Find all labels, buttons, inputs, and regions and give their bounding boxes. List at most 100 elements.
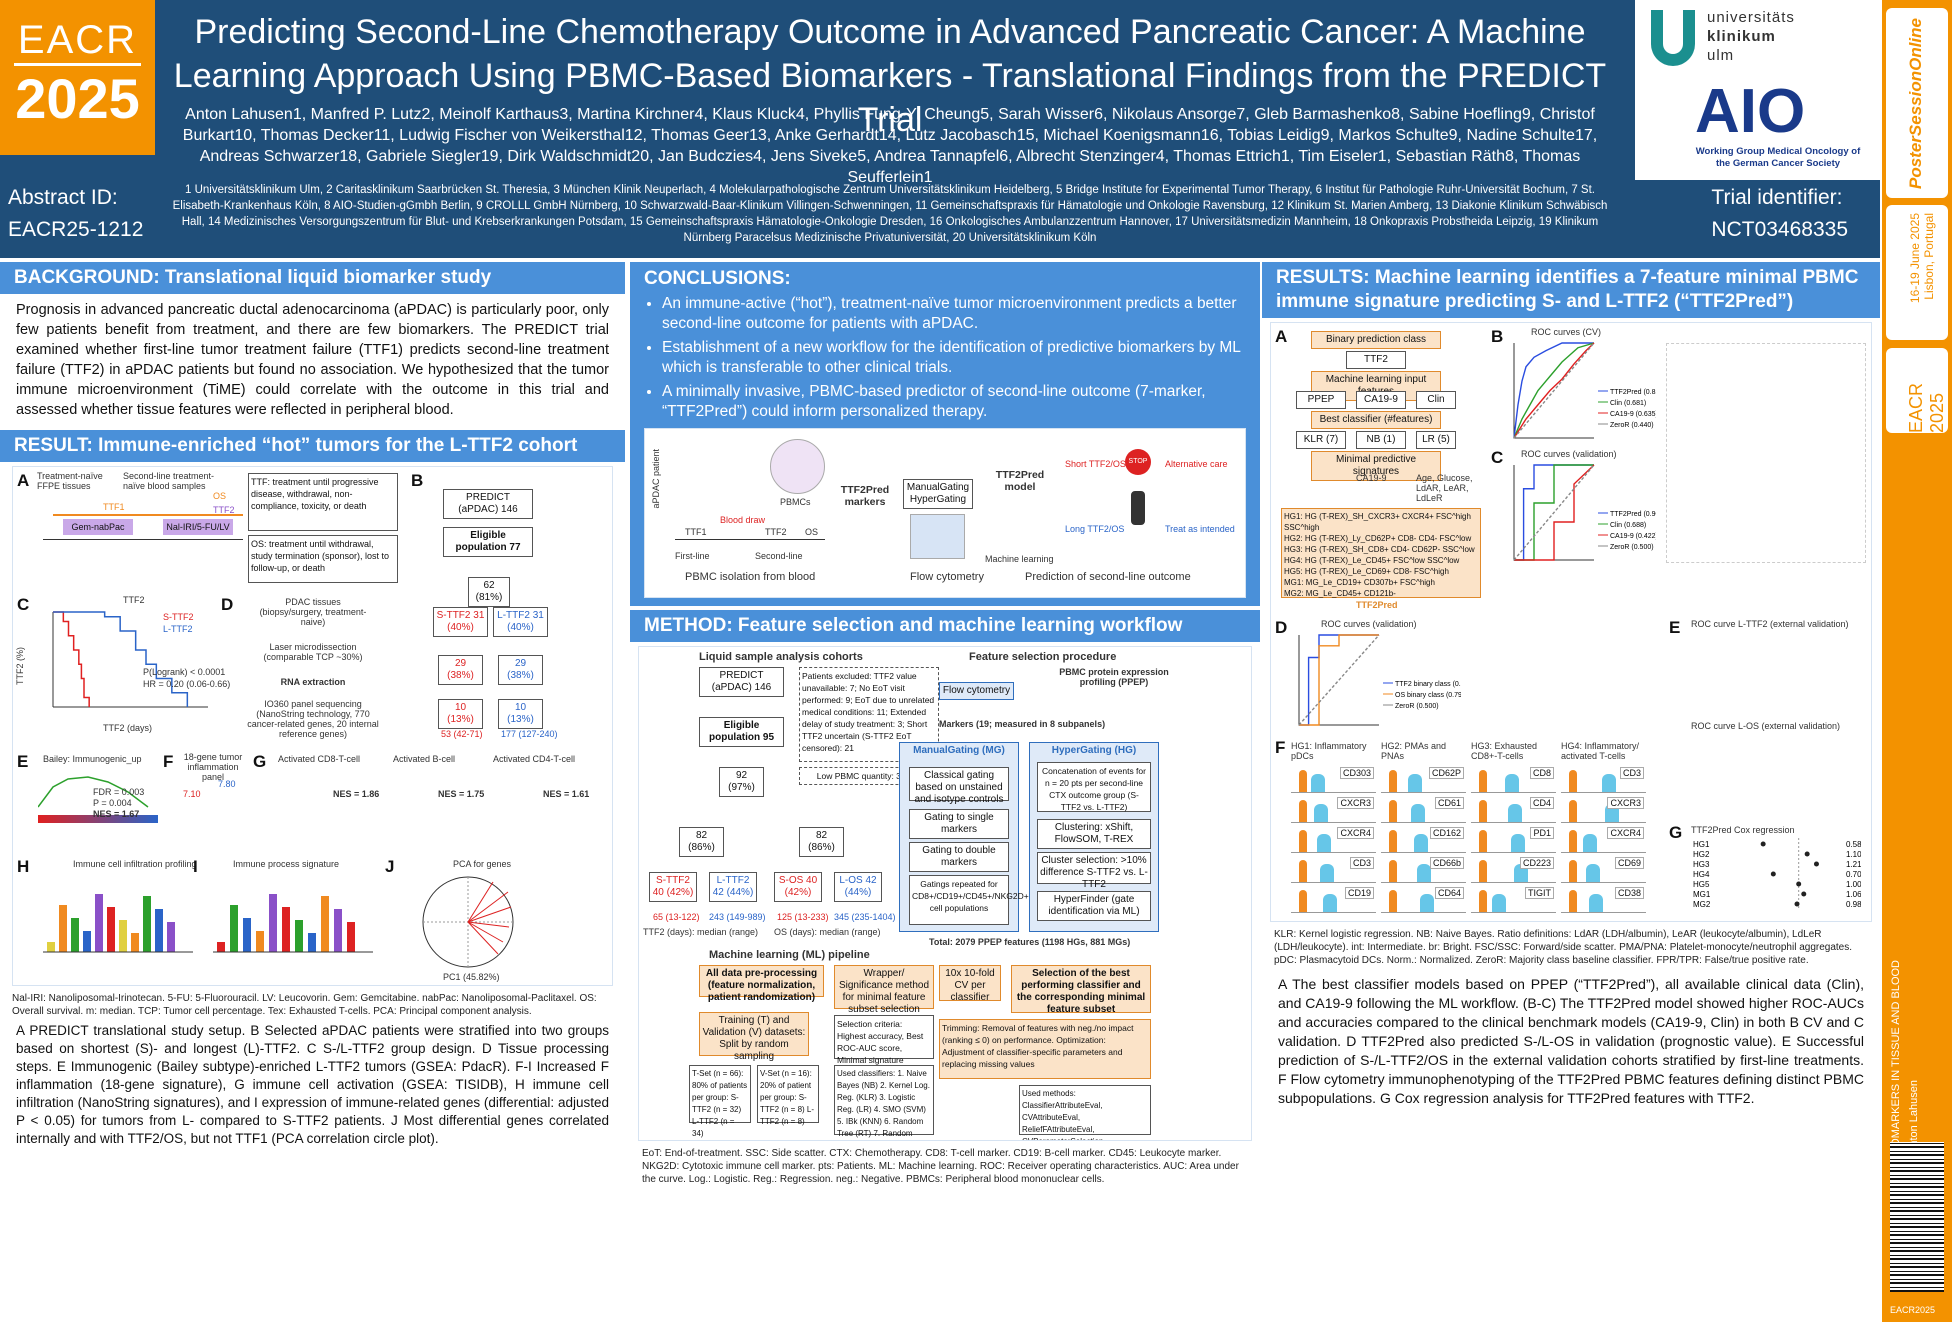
- r3-a-hg: HG3: HG (T-REX)_SH_CD8+ CD4- CD62P- SSC^…: [1284, 545, 1475, 554]
- legend-label: Clin (0.681): [1610, 400, 1646, 407]
- flow-marker-label: CD64: [1434, 887, 1464, 899]
- abstract-id: Abstract ID: EACR25-1212: [8, 182, 143, 246]
- isotype-peak: [1389, 830, 1397, 852]
- bar: [107, 907, 115, 952]
- ml-box: Trimming: Removal of features with neg./…: [939, 1019, 1151, 1079]
- panel-b-n62: 62 (81%): [468, 577, 510, 607]
- pbmc-icon: [770, 439, 825, 494]
- method-l-os: L-OS 42 (44%): [834, 872, 882, 902]
- panel-a-ttf1: TTF1: [103, 502, 125, 512]
- method-flow: Flow cytometry: [939, 682, 1014, 700]
- diag-model: TTF2Pred model: [995, 469, 1045, 493]
- flow-marker-label: CD38: [1614, 887, 1644, 899]
- r3-g-title: TTF2Pred Cox regression: [1691, 825, 1795, 835]
- panel-d-step1: PDAC tissues (biopsy/surgery, treatment-…: [259, 597, 367, 627]
- isotype-peak: [1299, 770, 1307, 792]
- flow-marker-label: CD4: [1529, 797, 1554, 809]
- flow-marker-label: CD3: [1349, 857, 1374, 869]
- place-text: Lisbon, Portugal: [1922, 213, 1936, 300]
- flow-histogram: CD19: [1291, 885, 1376, 913]
- bar: [282, 907, 290, 952]
- cox-hr-value: 0.58: [1846, 840, 1861, 849]
- panel-g-letter: G: [253, 752, 267, 771]
- ml-box: Selection criteria: Highest accuracy, Be…: [834, 1015, 934, 1065]
- panel-i-letter: I: [193, 857, 198, 876]
- legend-label: ZeroR (0.440): [1610, 422, 1654, 429]
- bar: [308, 933, 316, 952]
- authors: Anton Lahusen1, Manfred P. Lutz2, Meinol…: [182, 106, 1598, 186]
- abstract-value: EACR25-1212: [8, 218, 144, 241]
- hg-step: Cluster selection: >10% difference S-TTF…: [1037, 852, 1151, 890]
- cox-hr-value: 0.70: [1846, 870, 1861, 879]
- result1-figure: A Treatment-naïve FFPE tissues Second-li…: [12, 466, 613, 986]
- r3-a-sub: CA19-9: [1356, 473, 1387, 483]
- roc-line: [1513, 342, 1595, 439]
- legend-label: CA19-9 (0.422): [1610, 533, 1656, 540]
- flow-histogram: CD66b: [1381, 855, 1466, 883]
- panel-c-title: TTF2: [123, 595, 145, 605]
- result1-caption: A PREDICT translational study setup. B S…: [16, 1023, 609, 1146]
- method-total: Total: 2079 PPEP features (1198 HGs, 881…: [929, 937, 1131, 947]
- traffic-light-icon: [1131, 491, 1145, 525]
- method-s-ttf2: S-TTF2 40 (42%): [649, 872, 697, 902]
- flow-marker-label: CD3: [1619, 767, 1644, 779]
- ml-box: Wrapper/ Significance method for minimal…: [834, 965, 934, 1015]
- r3-f-hg3: HG3: Exhausted CD8+-T-cells: [1471, 741, 1538, 761]
- pca-vector: [467, 921, 499, 955]
- bar: [83, 931, 91, 952]
- r3-a-hg: MG2: MG_Le_CD45+ CD121b-: [1284, 589, 1396, 598]
- university-logo: universitäts klinikum ulm AIO Working Gr…: [1635, 0, 1880, 180]
- diag-os: OS: [805, 527, 819, 537]
- bar: [71, 918, 79, 952]
- panel-a-blood: Second-line treatment-naïve blood sample…: [123, 471, 215, 491]
- poster-header: EACR 2025 Predicting Second-Line Chemoth…: [0, 0, 1880, 258]
- r3-f-hg4: HG4: Inflammatory/ activated T-cells: [1561, 741, 1640, 761]
- panel-a-nal: Nal-IRI/5-FU/LV: [163, 519, 233, 535]
- hg-step: HyperFinder (gate identification via ML): [1037, 891, 1151, 921]
- legend-label: OS binary class (0.797): [1395, 692, 1461, 699]
- panel-a-letter: A: [17, 471, 30, 490]
- conclusion-item: A minimally invasive, PBMC-based predict…: [662, 382, 1246, 422]
- km-line-l-ttf2: [53, 611, 189, 707]
- r3-a-box: PPEP: [1296, 391, 1346, 409]
- stained-peak: [1420, 894, 1434, 912]
- roc-line: [1513, 464, 1595, 561]
- bar: [167, 922, 175, 952]
- panel-b-med-s: 53 (42-71): [441, 729, 483, 739]
- cox-point: [1770, 871, 1776, 877]
- roc-line: [1513, 342, 1595, 439]
- panel-j-letter: J: [385, 857, 395, 876]
- stained-peak: [1408, 774, 1422, 792]
- r3-a-box: Clin: [1416, 391, 1456, 409]
- r3-a-hg: HG4: HG (T-REX)_Le_CD45+ FSC^low SSC^low: [1284, 556, 1460, 565]
- flow-marker-label: CD62P: [1428, 767, 1464, 779]
- method-med: 125 (13-233): [777, 912, 829, 922]
- diag-pbmcs: PBMCs: [780, 497, 811, 507]
- panel-g-title1: Activated CD8-T-cell: [278, 754, 361, 764]
- legend-label: ZeroR (0.500): [1610, 544, 1654, 551]
- isotype-peak: [1479, 770, 1487, 792]
- method-med: 65 (13-122): [653, 912, 700, 922]
- panel-c-hr: HR = 0.20 (0.06-0.66): [143, 679, 231, 689]
- panel-j-xlabel: PC1 (45.82%): [443, 972, 500, 982]
- panel-d-letter: D: [221, 595, 234, 614]
- cox-point: [1801, 891, 1807, 897]
- mg-step: Gating to single markers: [909, 809, 1009, 839]
- isotype-peak: [1479, 830, 1487, 852]
- results3-figure: A Binary prediction class TTF2 Machine l…: [1270, 322, 1872, 922]
- conclusion-item: Establishment of a new workflow for the …: [662, 338, 1246, 378]
- ml-box: Training (T) and Validation (V) datasets…: [699, 1012, 809, 1062]
- isotype-peak: [1299, 860, 1307, 882]
- panel-e-nes: NES = 1.67: [93, 809, 140, 819]
- mg-step: Classical gating based on unstained and …: [909, 767, 1009, 805]
- method-l-ttf2: L-TTF2 42 (44%): [709, 872, 757, 902]
- stained-peak: [1505, 774, 1519, 792]
- stained-peak: [1317, 834, 1331, 852]
- panel-a-note2: OS: treatment until withdrawal, study te…: [248, 535, 398, 583]
- trial-value: NCT03468335: [1711, 218, 1848, 241]
- panel-a-arrow: [53, 514, 243, 516]
- cox-point: [1813, 861, 1819, 867]
- diag-ml: Machine learning: [985, 554, 1054, 564]
- flow-histogram: CD162: [1381, 825, 1466, 853]
- flow-histogram: CD3: [1561, 765, 1646, 793]
